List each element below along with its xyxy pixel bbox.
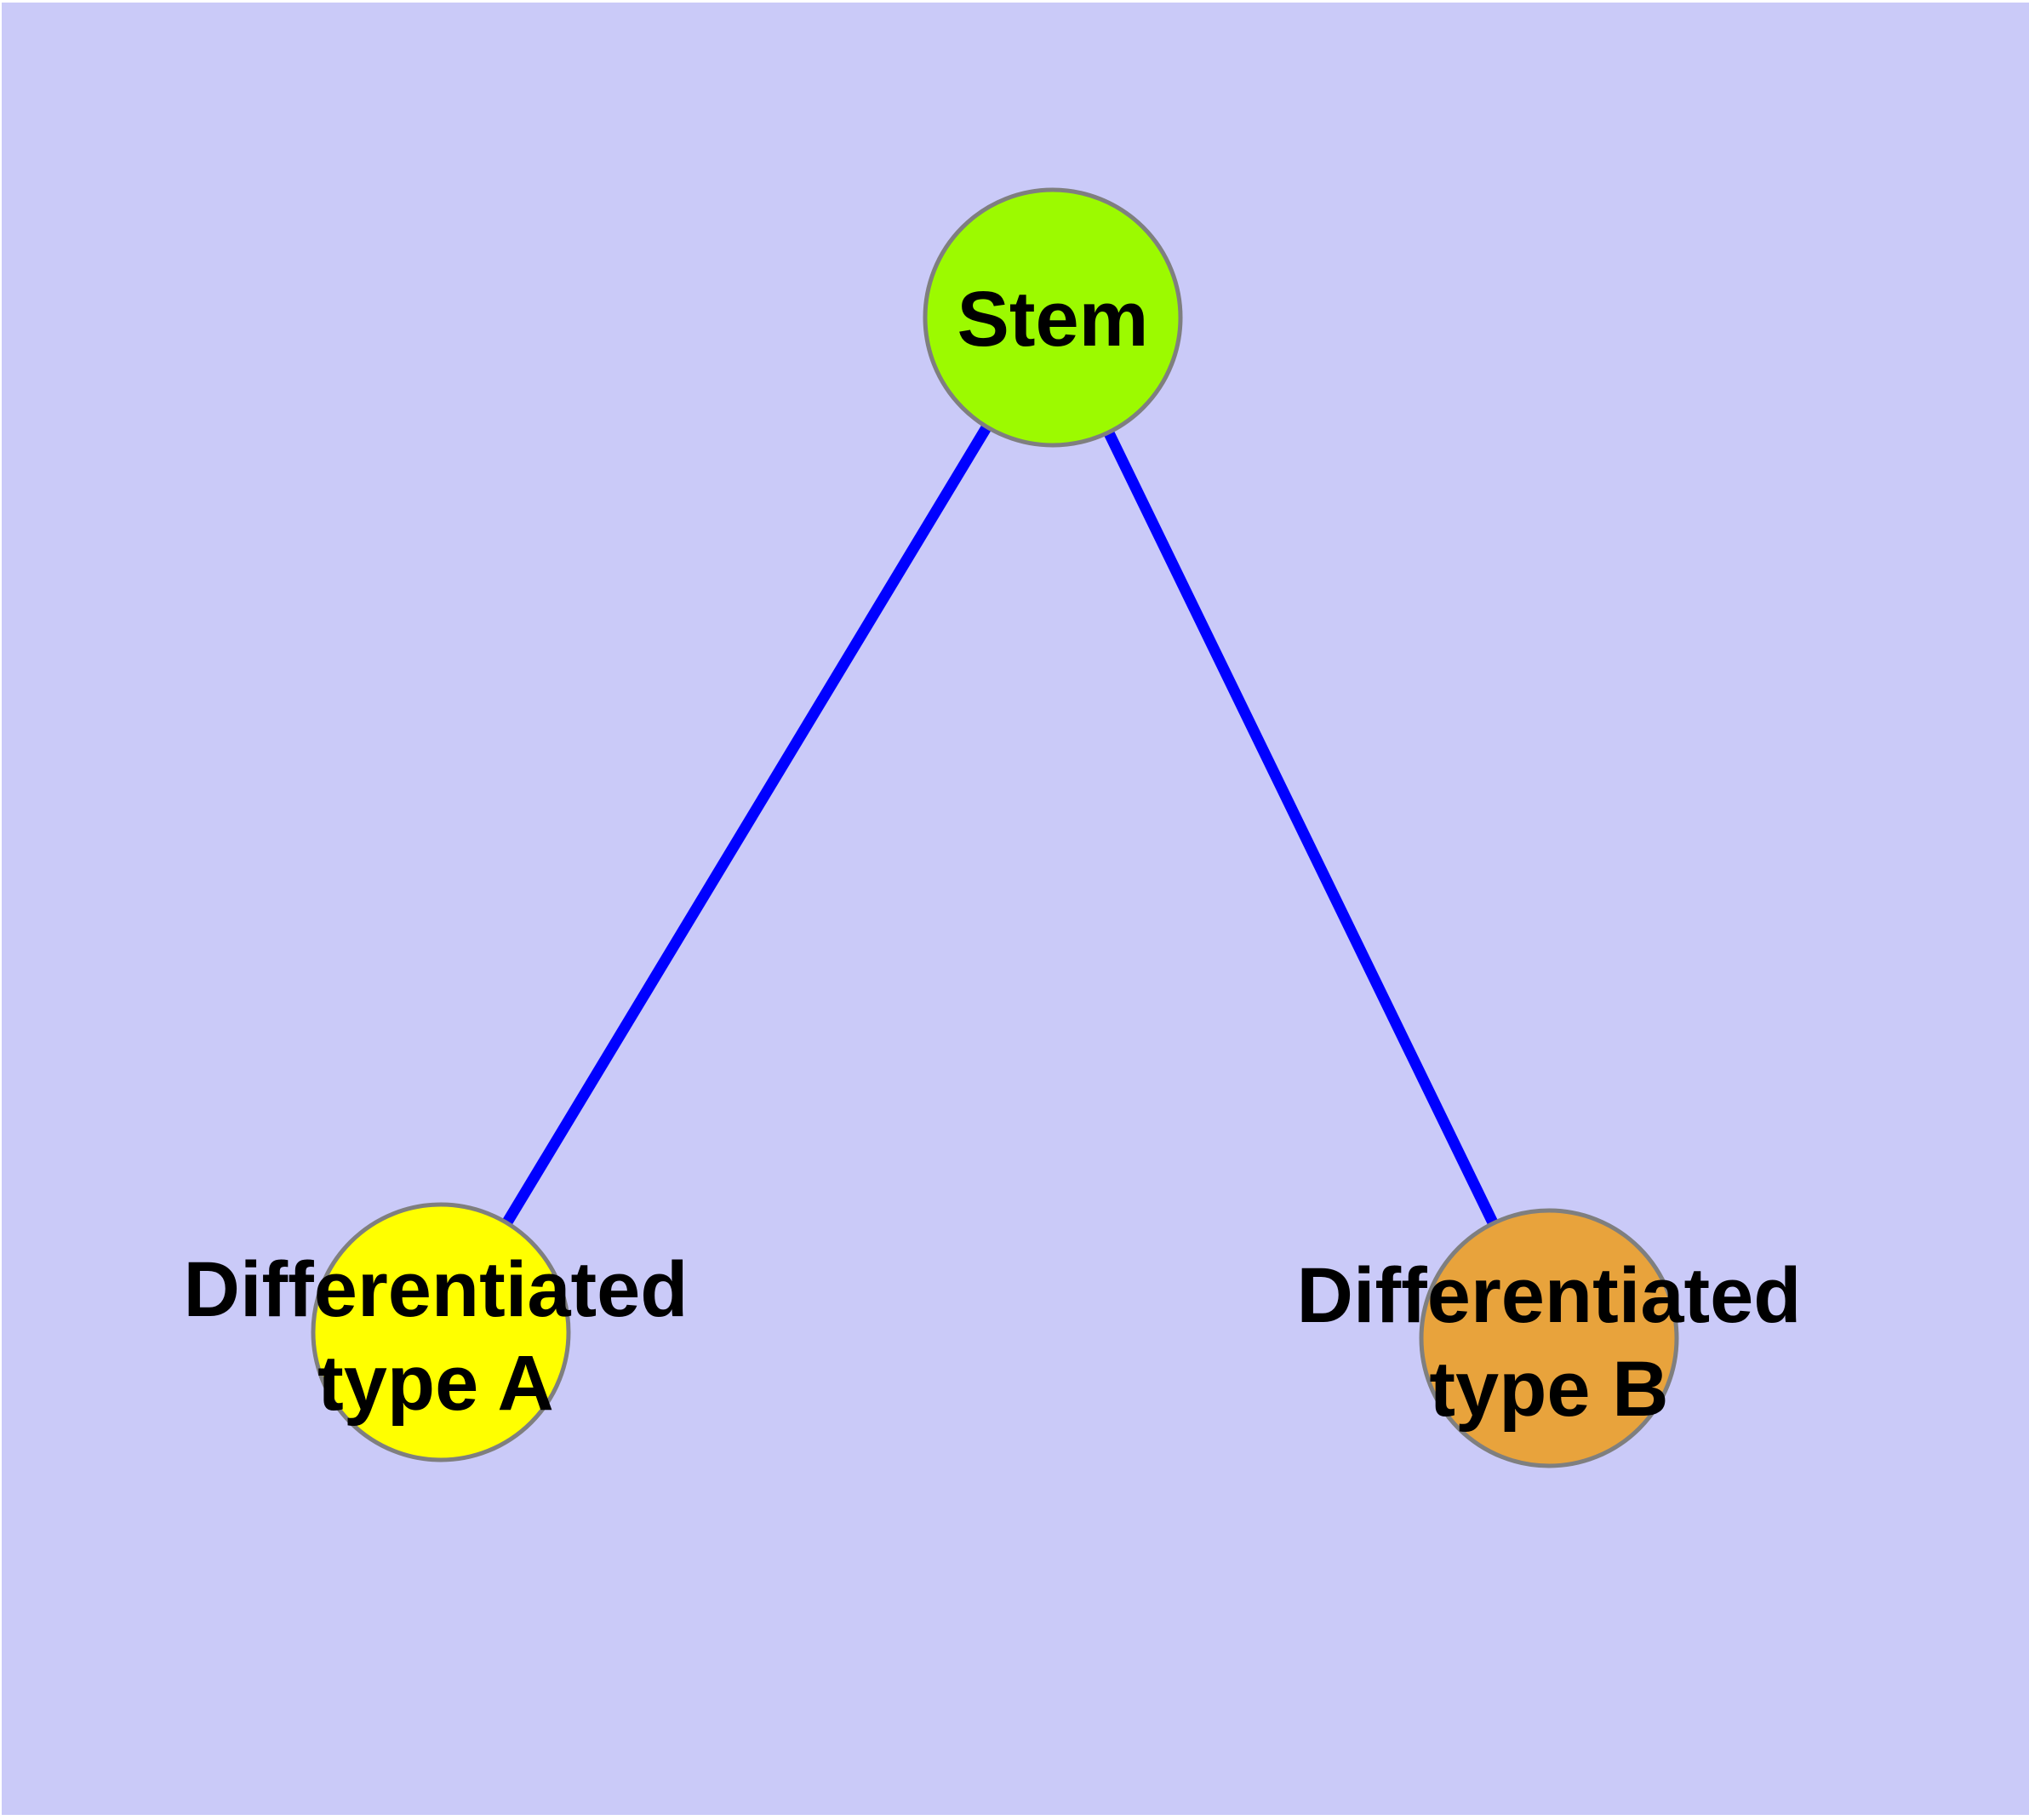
node-type-b-label-line2: type B <box>1429 1346 1668 1433</box>
node-type-a <box>311 1202 571 1462</box>
node-stem-label: Stem <box>957 276 1149 363</box>
edge-stem-to-type-a <box>436 314 1058 1336</box>
node-type-b <box>1419 1208 1679 1468</box>
edge-stem-to-type-b <box>1048 315 1554 1341</box>
node-type-b-label-line1: Differentiated <box>1297 1252 1802 1339</box>
node-type-a-label-line2: type A <box>317 1340 554 1427</box>
node-type-a-label-line1: Differentiated <box>184 1246 689 1333</box>
node-stem <box>923 187 1183 448</box>
